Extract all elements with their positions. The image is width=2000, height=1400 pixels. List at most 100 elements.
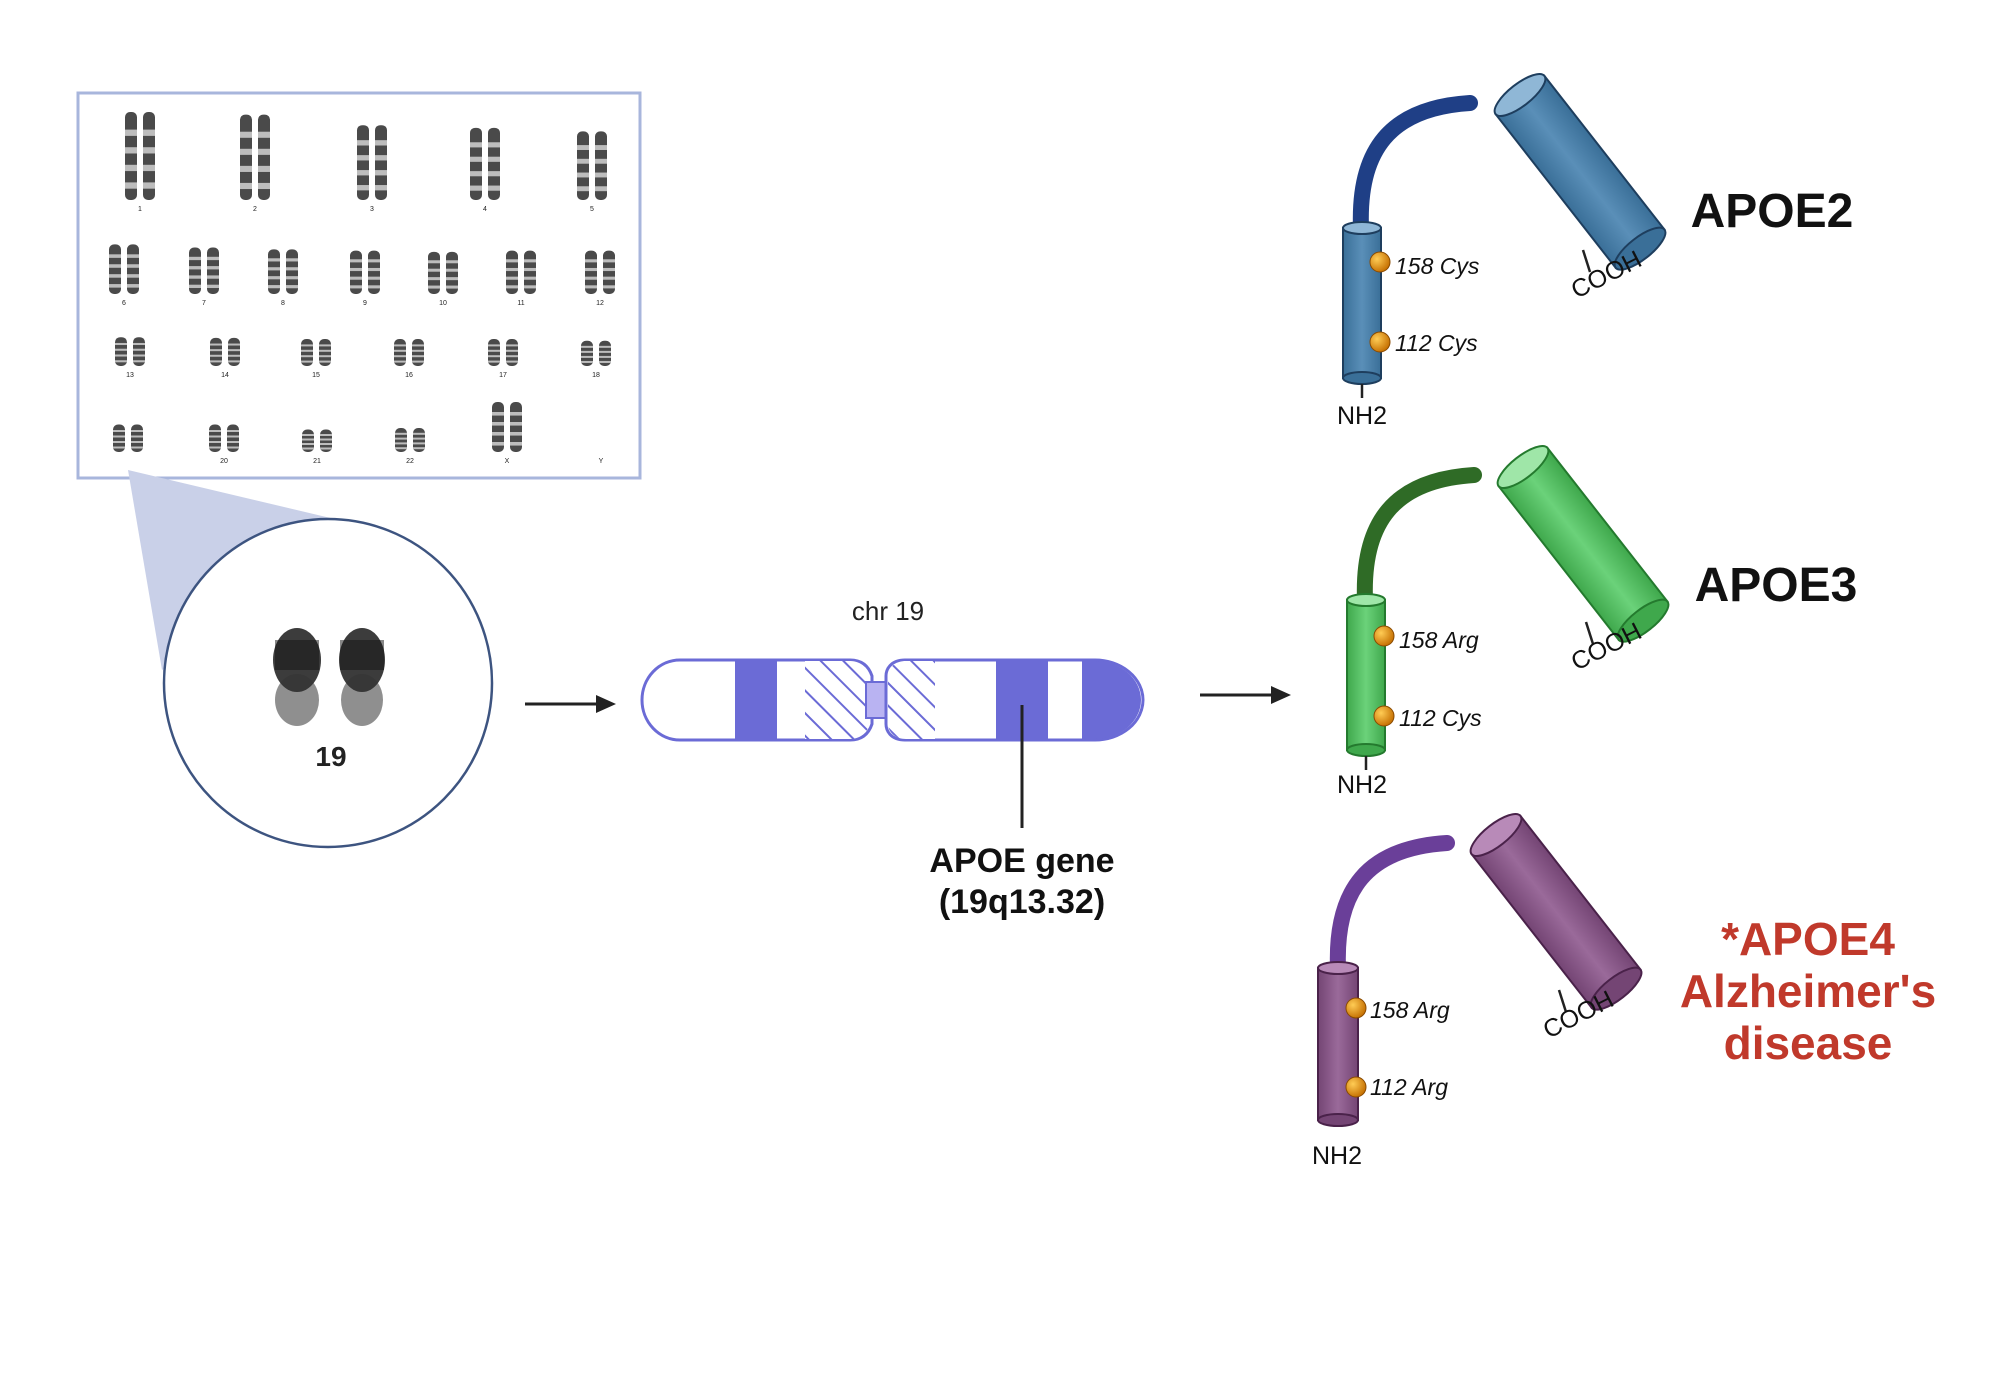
karyotype-label: 18 [592, 372, 600, 379]
apoe3-name: APOE3 [1695, 559, 1858, 612]
karyotype-band [595, 186, 607, 192]
apoe4-protein [1317, 813, 1643, 1127]
chromosome-ideogram [640, 658, 1145, 742]
karyotype-band [127, 284, 139, 288]
karyotype-band [228, 360, 240, 363]
karyotype-band [506, 276, 518, 280]
karyotype-band [127, 264, 139, 268]
karyotype-band [577, 145, 589, 150]
karyotype-band [319, 344, 331, 347]
karyotype-band [524, 259, 536, 263]
karyotype-band [109, 264, 121, 268]
karyotype-band [470, 142, 482, 148]
apoe3-protein [1346, 445, 1670, 770]
karyotype-band [350, 259, 362, 263]
apoe4-c-helix [1469, 813, 1643, 1011]
apoe3-c-term: COOH [1567, 617, 1647, 676]
karyotype-band [131, 435, 143, 438]
karyotype-band [428, 285, 440, 289]
karyotype-band [506, 355, 518, 358]
karyotype-band [133, 360, 145, 363]
apoe3-residue-112-icon [1373, 705, 1395, 727]
karyotype-band [302, 447, 314, 450]
karyotype-band [603, 267, 615, 272]
karyotype-band [446, 260, 458, 264]
karyotype-band [240, 165, 252, 172]
karyotype-band [492, 412, 504, 416]
karyotype-band [412, 344, 424, 347]
karyotype-band [210, 343, 222, 346]
karyotype-band [595, 145, 607, 150]
karyotype-band [470, 185, 482, 191]
karyotype-band [207, 256, 219, 261]
karyotype-band [258, 182, 270, 190]
karyotype-band [189, 275, 201, 279]
karyotype-band [268, 258, 280, 262]
karyotype-label: 7 [202, 300, 206, 307]
karyotype-label: 8 [281, 300, 285, 307]
karyotype-label: Y [599, 458, 604, 465]
karyotype-band [210, 354, 222, 357]
karyotype-label: 9 [363, 300, 367, 307]
band-p1 [735, 661, 777, 739]
karyotype-band [577, 186, 589, 192]
karyotype-band [350, 285, 362, 289]
karyotype-band [143, 164, 155, 172]
karyotype-band [227, 441, 239, 443]
karyotype-band [368, 267, 380, 272]
karyotype-band [488, 344, 500, 347]
karyotype-band [412, 349, 424, 352]
karyotype-label: 4 [483, 206, 487, 213]
apoe4-residue-112-icon [1345, 1076, 1367, 1098]
karyotype-band [125, 129, 137, 136]
apoe4-residue-158-icon [1345, 997, 1367, 1019]
karyotype-label: 22 [406, 458, 414, 465]
karyotype-band [506, 360, 518, 363]
karyotype-band [228, 343, 240, 346]
karyotype-band [302, 438, 314, 441]
karyotype-band [319, 355, 331, 358]
apoe3-n-helix [1346, 593, 1386, 757]
karyotype-band [368, 285, 380, 289]
karyotype-band [492, 432, 504, 436]
karyotype-band [357, 170, 369, 176]
apoe3-c-helix [1496, 445, 1670, 643]
karyotype-band [109, 274, 121, 278]
apoe3-residue-112: 112 Cys [1399, 705, 1482, 731]
karyotype-band [368, 259, 380, 263]
karyotype-label: 11 [517, 300, 524, 307]
karyotype-label: 5 [590, 206, 594, 213]
karyotype-band [286, 267, 298, 271]
karyotype-band [125, 147, 137, 154]
karyotype-band [413, 437, 425, 440]
karyotype-band [268, 285, 280, 289]
apoe3-residue-158: 158 Arg [1399, 627, 1479, 653]
karyotype-band [131, 446, 143, 449]
karyotype-band [577, 158, 589, 164]
karyotype-band [488, 355, 500, 358]
karyotype-band [510, 432, 522, 436]
zoom-circle [162, 517, 494, 849]
gene-label-line1: APOE gene [929, 842, 1114, 880]
karyotype-band [395, 432, 407, 435]
karyotype-label: 17 [499, 372, 507, 379]
karyotype-band [115, 348, 127, 351]
karyotype-band [488, 171, 500, 177]
karyotype-band [488, 360, 500, 363]
karyotype-band [301, 349, 313, 352]
karyotype-band [603, 285, 615, 289]
apoe3-loop [1356, 467, 1482, 608]
apoe2-n-helix [1342, 221, 1382, 385]
zoomed-chromosome-19 [273, 628, 385, 726]
karyotype-band [189, 284, 201, 289]
karyotype-band [113, 430, 125, 432]
karyotype-band [133, 354, 145, 357]
karyotype-band [510, 422, 522, 426]
karyotype-label: 14 [221, 372, 229, 379]
apoe3-n-term: NH2 [1337, 771, 1387, 799]
karyotype-band [301, 360, 313, 363]
karyotype-band [302, 434, 314, 436]
karyotype-label: 12 [596, 300, 604, 307]
karyotype-band [470, 171, 482, 177]
